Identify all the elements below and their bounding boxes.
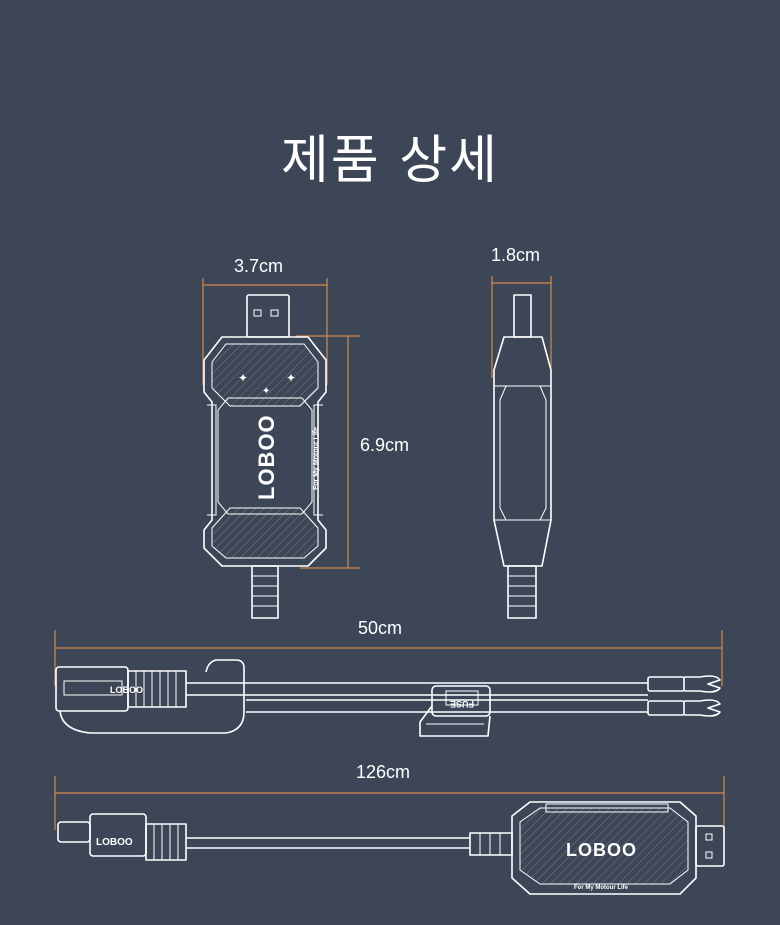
fuse-label: FUSE [450, 699, 474, 709]
device-front-view: ✦ ✦ ✦ LOBOO For My Motour Life [203, 294, 327, 619]
length-label: 6.9cm [360, 435, 410, 455]
usb-cable-126cm: LOBOO LOBOO For My Motour Life [57, 801, 725, 895]
device-side-view [493, 294, 552, 619]
cable-long-label: 126cm [356, 762, 411, 782]
svg-text:✦: ✦ [286, 371, 296, 385]
sae-plug-logo: LOBOO [96, 837, 133, 848]
brand-tagline: For My Motour Life [313, 427, 320, 490]
device-tagline: For My Motour Life [574, 885, 629, 891]
svg-text:✦: ✦ [238, 371, 248, 385]
brand-logo: LOBOO [254, 414, 279, 500]
device-logo: LOBOO [566, 840, 637, 860]
dimension-lines [54, 276, 725, 830]
sae-logo: LOBOO [110, 685, 143, 695]
page-title: 제품 상세 [281, 131, 499, 191]
width-label: 3.7cm [234, 256, 284, 276]
sae-cable-50cm: LOBOO FUSE [55, 659, 721, 737]
svg-text:✦: ✦ [262, 386, 270, 397]
thickness-label: 1.8cm [491, 245, 541, 265]
cable-short-label: 50cm [358, 618, 403, 638]
